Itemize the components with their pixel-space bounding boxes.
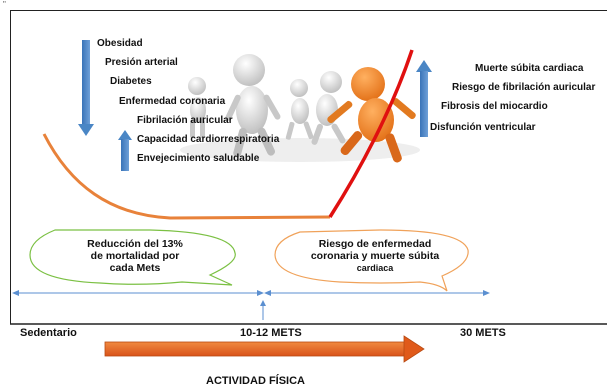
benefit-curve (42, 133, 331, 220)
left-range-arrow (12, 290, 264, 296)
right-speech-bubble (274, 229, 469, 292)
right-bubble-line3: cardiaca (356, 263, 394, 273)
factor-healthy-aging: Envejecimiento saludable (137, 153, 260, 164)
factor-diabetes: Diabetes (110, 76, 152, 87)
mets-marker-arrow (260, 300, 266, 320)
factor-myocardial-fibrosis: Fibrosis del miocardio (441, 101, 548, 112)
axis-label-sedentary: Sedentario (20, 327, 77, 339)
left-bubble-text: Reducción del 13% de mortalidad por cada… (45, 238, 225, 274)
left-bubble-line2: de mortalidad por (90, 250, 180, 262)
running-people-illustration (180, 54, 420, 163)
blue-up-arrow-small (118, 130, 132, 171)
diagram-frame (10, 10, 607, 324)
factor-blood-pressure: Presión arterial (105, 57, 178, 68)
axis-label-30-mets: 30 METS (460, 327, 506, 339)
factor-coronary-disease: Enfermedad coronaria (119, 96, 226, 107)
corner-mark: " (3, 0, 6, 9)
left-bubble-line3: cada Mets (109, 262, 161, 274)
factor-obesity: Obesidad (97, 38, 143, 49)
left-bubble-line1: Reducción del 13% (87, 238, 183, 250)
factor-cardiorespiratory-capacity: Capacidad cardiorrespiratoria (137, 134, 280, 145)
axis-title-physical-activity: ACTIVIDAD FÍSICA (206, 375, 305, 387)
right-bubble-text: Riesgo de enfermedad coronaria y muerte … (285, 238, 465, 274)
factor-atrial-fibrillation: Fibrilación auricular (137, 115, 233, 126)
activity-arrow (104, 335, 425, 363)
factor-sudden-death: Muerte súbita cardiaca (475, 63, 584, 74)
blue-up-arrow-right (416, 60, 432, 137)
right-bubble-line1: Riesgo de enfermedad (318, 238, 432, 250)
risk-curve (328, 49, 414, 218)
factor-af-risk: Riesgo de fibrilación auricular (452, 82, 596, 93)
blue-down-arrow (78, 40, 94, 136)
left-speech-bubble (29, 229, 236, 286)
axis-label-10-12-mets: 10-12 METS (240, 327, 302, 339)
right-range-arrow (264, 290, 490, 296)
factor-ventricular-dysfunction: Disfunción ventricular (430, 122, 536, 133)
right-bubble-line2: coronaria y muerte súbita (310, 250, 440, 262)
